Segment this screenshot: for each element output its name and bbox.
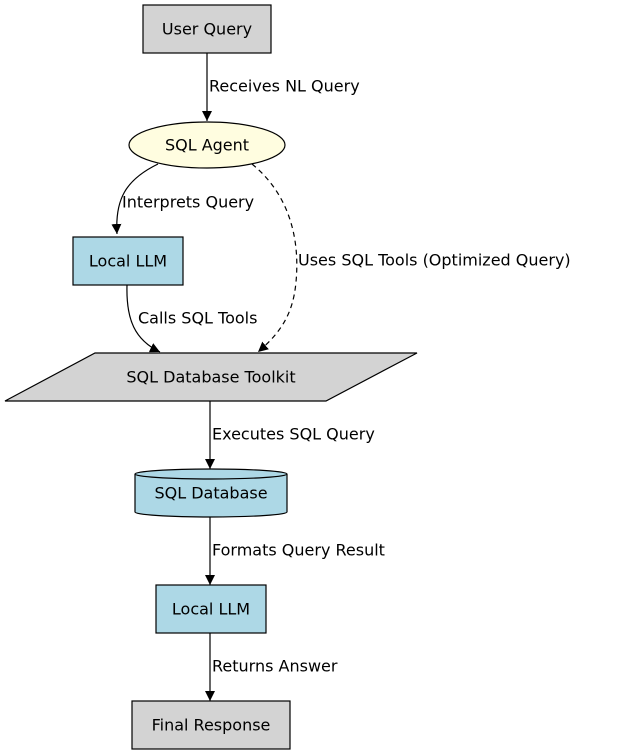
node-label-local-llm-bottom: Local LLM bbox=[172, 600, 250, 619]
edge-toolkit-to-database: Executes SQL Query bbox=[205, 401, 375, 469]
node-final-response: Final Response bbox=[131, 700, 291, 750]
node-label-database: SQL Database bbox=[154, 484, 267, 503]
edge-label-interprets: Interprets Query bbox=[122, 193, 254, 212]
node-sql-database: SQL Database bbox=[134, 468, 288, 518]
node-label-final-response: Final Response bbox=[152, 716, 271, 735]
node-label-sql-agent: SQL Agent bbox=[165, 136, 249, 155]
node-label-toolkit: SQL Database Toolkit bbox=[126, 368, 295, 387]
edge-sql-agent-to-toolkit-dashed: Uses SQL Tools (Optimized Query) bbox=[251, 163, 571, 353]
node-sql-database-toolkit: SQL Database Toolkit bbox=[4, 352, 418, 402]
edge-label-formats: Formats Query Result bbox=[212, 541, 385, 560]
edge-label-receives: Receives NL Query bbox=[209, 77, 360, 96]
node-local-llm-bottom: Local LLM bbox=[155, 584, 267, 634]
node-label-local-llm-top: Local LLM bbox=[89, 252, 167, 271]
node-user-query: User Query bbox=[142, 4, 272, 54]
edge-label-calls-tools: Calls SQL Tools bbox=[138, 309, 257, 328]
edge-local-llm-to-toolkit: Calls SQL Tools bbox=[126, 284, 257, 353]
edge-label-executes: Executes SQL Query bbox=[212, 425, 375, 444]
edge-sql-agent-to-local-llm: Interprets Query bbox=[111, 163, 254, 235]
edge-label-uses-tools: Uses SQL Tools (Optimized Query) bbox=[298, 251, 571, 270]
node-label-user-query: User Query bbox=[162, 20, 252, 39]
node-sql-agent: SQL Agent bbox=[128, 121, 286, 169]
edge-label-returns: Returns Answer bbox=[212, 657, 338, 676]
node-local-llm-top: Local LLM bbox=[72, 236, 184, 286]
edge-local-llm-to-final-response: Returns Answer bbox=[205, 633, 338, 701]
edge-user-query-to-sql-agent: Receives NL Query bbox=[202, 53, 360, 121]
edge-database-to-local-llm: Formats Query Result bbox=[205, 517, 385, 585]
